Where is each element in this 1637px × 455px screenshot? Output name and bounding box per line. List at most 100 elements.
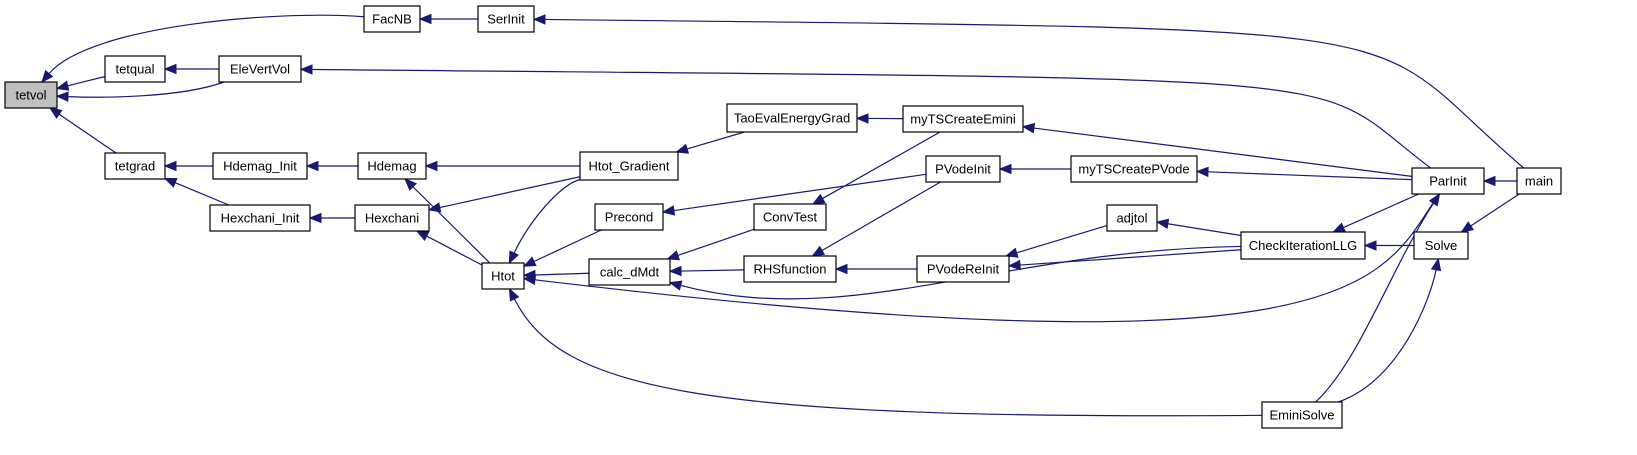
function-node-solve[interactable]: Solve — [1413, 231, 1469, 260]
node-box-htot-gradient[interactable] — [579, 151, 679, 181]
edge-line-parinit-to-mytscreatepvode — [1207, 171, 1413, 181]
call-edge-eminisolve-to-parinit — [1315, 192, 1441, 403]
function-node-adjtol[interactable]: adjtol — [1106, 204, 1158, 232]
call-edge-pvodeinit-to-rhsfunction — [811, 181, 941, 257]
edge-line-hexchani-init-to-tetgrad — [174, 182, 229, 206]
call-edge-htot-to-hdemag — [404, 178, 491, 264]
node-box-adjtol[interactable] — [1106, 204, 1158, 232]
node-box-solve[interactable] — [1413, 231, 1469, 260]
node-box-htot[interactable] — [481, 262, 525, 290]
call-edge-parinit-to-mytscreatepvode — [1195, 166, 1413, 181]
function-node-parinit[interactable]: ParInit — [1411, 167, 1485, 195]
function-node-tetqual[interactable]: tetqual — [104, 55, 166, 83]
node-box-mytscreatepvode[interactable] — [1070, 155, 1198, 183]
call-edge-tetgrad-to-tetvol — [48, 107, 117, 154]
node-box-elevertvol[interactable] — [218, 55, 302, 83]
call-edge-htot-gradient-to-hdemag — [424, 160, 580, 172]
function-node-hdemag-init[interactable]: Hdemag_Init — [212, 152, 308, 180]
arrow-head-checkiterationllg-to-calc-dmdt — [668, 280, 683, 291]
node-box-pvodeinit[interactable] — [925, 155, 1001, 183]
function-node-hexchani-init[interactable]: Hexchani_Init — [209, 204, 311, 232]
node-label-facnb: FacNB — [372, 12, 412, 27]
arrow-head-mytscreatepvode-to-pvodeinit — [998, 163, 1012, 175]
arrow-head-pvodeinit-to-precond — [661, 205, 676, 216]
function-node-mytscreatepvode[interactable]: myTSCreatePVode — [1070, 155, 1198, 183]
function-node-checkiterationllg[interactable]: CheckIterationLLG — [1240, 231, 1366, 260]
call-edge-elevertvol-to-tetqual — [163, 63, 219, 75]
call-edge-hexchani-to-hexchani-init — [308, 212, 355, 224]
function-node-pvodereinit[interactable]: PVodeReInit — [916, 255, 1010, 283]
node-label-adjtol: adjtol — [1116, 211, 1147, 226]
node-box-eminisolve[interactable] — [1261, 401, 1343, 429]
node-box-convtest[interactable] — [753, 203, 827, 231]
edge-line-taoevalenergygrad-to-htot-gradient — [686, 131, 745, 150]
function-node-convtest[interactable]: ConvTest — [753, 203, 827, 231]
node-box-pvodereinit[interactable] — [916, 255, 1010, 283]
edge-line-eminisolve-to-parinit — [1315, 202, 1435, 403]
function-node-main[interactable]: main — [1516, 167, 1562, 195]
arrow-head-hdemag-init-to-tetgrad — [163, 160, 177, 172]
node-box-hdemag-init[interactable] — [212, 152, 308, 180]
function-node-elevertvol[interactable]: EleVertVol — [218, 55, 302, 83]
function-node-precond[interactable]: Precond — [594, 203, 664, 231]
node-box-serinit[interactable] — [477, 5, 535, 33]
function-node-hexchani[interactable]: Hexchani — [354, 204, 430, 232]
node-box-tetgrad[interactable] — [104, 152, 166, 180]
arrow-head-eminisolve-to-solve — [1430, 257, 1442, 272]
arrow-head-parinit-to-elevertvol — [299, 64, 313, 75]
function-node-serinit[interactable]: SerInit — [477, 5, 535, 33]
node-label-main: main — [1525, 174, 1553, 189]
node-box-mytscreateemini[interactable] — [902, 105, 1024, 133]
arrow-head-checkiterationllg-to-pvodereinit — [1007, 259, 1021, 271]
function-node-calc-dmdt[interactable]: calc_dMdt — [588, 258, 671, 286]
node-box-tetvol[interactable] — [4, 81, 58, 109]
node-box-hdemag[interactable] — [357, 152, 427, 180]
function-node-tetgrad[interactable]: tetgrad — [104, 152, 166, 180]
function-node-rhsfunction[interactable]: RHSfunction — [743, 255, 837, 283]
call-edge-eminisolve-to-solve — [1338, 257, 1442, 403]
function-node-facnb[interactable]: FacNB — [363, 5, 421, 33]
call-edge-convtest-to-calc-dmdt — [666, 228, 755, 261]
function-node-hdemag[interactable]: Hdemag — [357, 152, 427, 180]
call-edge-main-to-serinit — [532, 14, 1525, 169]
node-box-rhsfunction[interactable] — [743, 255, 837, 283]
node-box-facnb[interactable] — [363, 5, 421, 33]
call-edge-parinit-to-checkiterationllg — [1332, 193, 1420, 233]
function-node-mytscreateemini[interactable]: myTSCreateEmini — [902, 105, 1024, 133]
node-box-calc-dmdt[interactable] — [588, 258, 671, 286]
node-box-checkiterationllg[interactable] — [1240, 231, 1366, 260]
node-label-solve: Solve — [1425, 238, 1458, 253]
arrow-head-taoevalenergygrad-to-htot-gradient — [675, 143, 690, 154]
node-box-precond[interactable] — [594, 203, 664, 231]
edge-line-rhsfunction-to-calc-dmdt — [680, 269, 745, 272]
function-node-htot-gradient[interactable]: Htot_Gradient — [579, 151, 679, 181]
node-label-elevertvol: EleVertVol — [230, 62, 290, 77]
call-edge-mytscreateemini-to-convtest — [811, 131, 941, 205]
node-label-mytscreateemini: myTSCreateEmini — [910, 112, 1016, 127]
edge-line-tetqual-to-tetvol — [67, 75, 106, 87]
arrow-head-main-to-solve — [1460, 221, 1475, 233]
node-box-hexchani-init[interactable] — [209, 204, 311, 232]
edge-line-eminisolve-to-htot — [513, 298, 1263, 417]
arrow-head-parinit-to-mytscreateemini — [1021, 122, 1036, 134]
node-label-convtest: ConvTest — [763, 210, 818, 225]
function-node-tetvol[interactable]: tetvol — [4, 81, 58, 109]
call-edge-tetqual-to-tetvol — [55, 75, 106, 91]
node-box-parinit[interactable] — [1411, 167, 1485, 195]
function-node-taoevalenergygrad[interactable]: TaoEvalEnergyGrad — [726, 103, 858, 133]
function-node-eminisolve[interactable]: EminiSolve — [1261, 401, 1343, 429]
function-node-pvodeinit[interactable]: PVodeInit — [925, 155, 1001, 183]
arrow-head-tetqual-to-tetvol — [55, 80, 70, 91]
node-box-main[interactable] — [1516, 167, 1562, 195]
function-node-htot[interactable]: Htot — [481, 262, 525, 290]
node-label-eminisolve: EminiSolve — [1269, 408, 1334, 423]
node-box-taoevalenergygrad[interactable] — [726, 103, 858, 133]
arrow-head-elevertvol-to-tetvol — [55, 91, 69, 102]
call-edges — [41, 13, 1525, 417]
node-box-tetqual[interactable] — [104, 55, 166, 83]
node-label-rhsfunction: RHSfunction — [754, 262, 827, 277]
node-box-hexchani[interactable] — [354, 204, 430, 232]
arrow-head-convtest-to-calc-dmdt — [666, 250, 681, 261]
node-label-taoevalenergygrad: TaoEvalEnergyGrad — [734, 111, 850, 126]
